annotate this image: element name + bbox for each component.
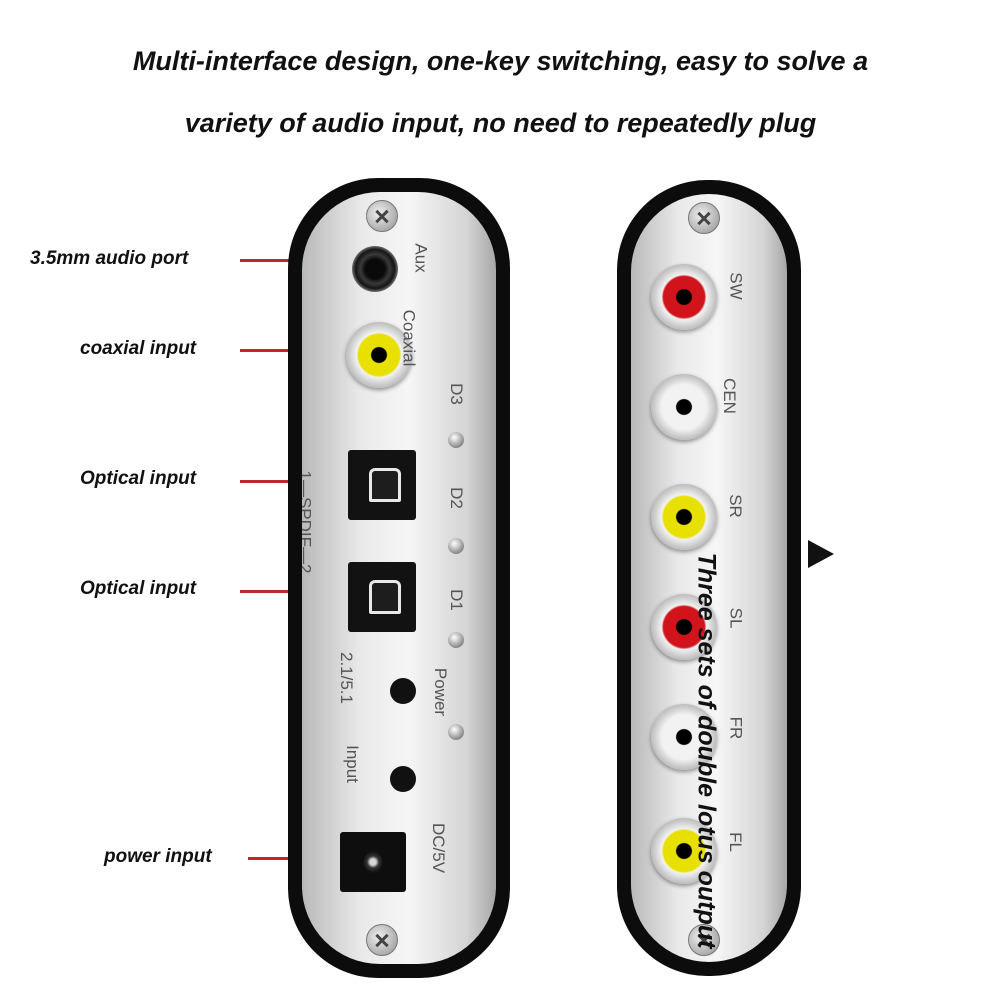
coaxial-jack[interactable] — [346, 322, 412, 388]
optical-port-1[interactable] — [348, 562, 416, 632]
output-jack-sw[interactable] — [651, 264, 717, 330]
headline-line-1: Multi-interface design, one-key switchin… — [132, 46, 869, 76]
screw-icon — [366, 924, 398, 956]
output-label-fr: FR — [725, 716, 745, 740]
aux-label: Aux — [411, 243, 431, 273]
right-panel-face: SW CEN SR SL FR FL — [631, 194, 787, 962]
power-led — [448, 724, 464, 740]
screw-icon — [688, 202, 720, 234]
mode-button[interactable] — [390, 678, 416, 704]
callout-optical-bottom: Optical input — [80, 578, 197, 599]
output-jack-sl[interactable] — [651, 594, 717, 660]
output-caption: Three sets of double lotus output — [691, 552, 720, 948]
output-label-sr: SR — [725, 494, 745, 518]
power-led-label: Power — [431, 667, 451, 717]
headline-line-2: variety of audio input, no need to repea… — [184, 108, 817, 138]
aux-jack[interactable] — [352, 246, 398, 292]
mode-button-label: 2.1/5.1 — [337, 652, 356, 704]
screw-icon — [688, 924, 720, 956]
output-label-sl: SL — [725, 607, 745, 629]
output-jack-fr[interactable] — [651, 704, 717, 770]
dc-power-jack[interactable] — [340, 832, 406, 892]
callout-optical-top: Optical input — [80, 468, 197, 489]
led-d3 — [448, 432, 464, 448]
led-d2 — [448, 538, 464, 554]
output-label-cen: CEN — [719, 378, 739, 414]
input-button[interactable] — [390, 766, 416, 792]
output-jack-fl[interactable] — [651, 818, 717, 884]
led-d1-label: D1 — [446, 589, 466, 611]
output-jack-cen[interactable] — [651, 374, 717, 440]
coaxial-label: Coaxial — [398, 309, 418, 367]
arrowhead-icon — [808, 540, 834, 568]
callout-coaxial: coaxial input — [80, 338, 197, 359]
input-button-label: Input — [342, 745, 362, 783]
callout-power: power input — [104, 846, 212, 867]
right-panel: SW CEN SR SL FR FL — [617, 180, 801, 976]
left-panel: Aux Coaxial D3 1—SPDIF—2 D2 D1 2.1/5.1 P… — [288, 178, 510, 978]
output-label-fl: FL — [725, 832, 745, 852]
led-d1 — [448, 632, 464, 648]
led-d3-label: D3 — [446, 383, 466, 405]
output-label-sw: SW — [726, 272, 746, 300]
callout-aux: 3.5mm audio port — [30, 248, 189, 269]
spdif-label: 1—SPDIF—2 — [302, 470, 314, 574]
dc-label: DC/5V — [429, 822, 449, 874]
left-panel-face: Aux Coaxial D3 1—SPDIF—2 D2 D1 2.1/5.1 P… — [302, 192, 496, 964]
optical-port-2[interactable] — [348, 450, 416, 520]
led-d2-label: D2 — [446, 487, 466, 509]
screw-icon — [366, 200, 398, 232]
output-jack-sr[interactable] — [651, 484, 717, 550]
